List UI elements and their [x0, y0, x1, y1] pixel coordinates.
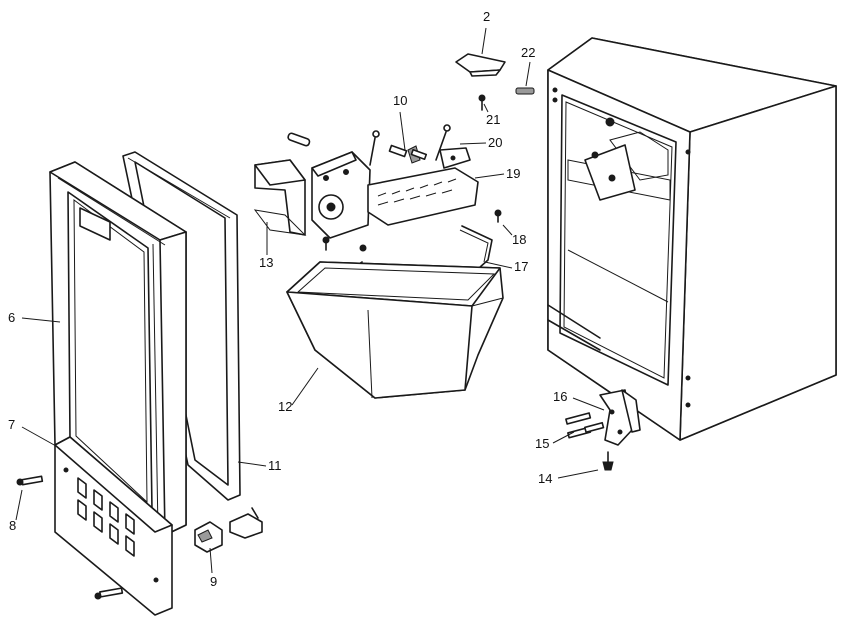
callout-20: 20 [488, 135, 503, 150]
grille-screws [16, 475, 124, 600]
callout-8: 8 [9, 518, 17, 533]
hinge-bracket [565, 389, 641, 471]
callout-6: 6 [8, 310, 16, 325]
callout-12: 12 [278, 399, 293, 414]
door [49, 161, 187, 536]
callout-9: 9 [210, 574, 218, 589]
callout-10: 10 [393, 93, 408, 108]
callout-22: 22 [521, 45, 536, 60]
toe-grille [54, 436, 173, 616]
callout-16: 16 [553, 389, 568, 404]
callout-13: 13 [259, 255, 274, 270]
callout-19: 19 [506, 166, 521, 181]
callout-7: 7 [8, 417, 16, 432]
wire-connector [194, 507, 263, 553]
ice-maker-assembly [287, 132, 479, 239]
callout-18: 18 [512, 232, 527, 247]
control-shroud [253, 159, 307, 236]
ice-bin [286, 261, 504, 399]
callout-21: 21 [486, 112, 501, 127]
callout-15: 15 [535, 436, 550, 451]
shelf-cover [455, 53, 535, 111]
callout-17: 17 [514, 259, 529, 274]
callout-11: 11 [268, 458, 282, 473]
cabinet [547, 37, 837, 441]
mounting-screws [322, 124, 502, 252]
callout-14: 14 [538, 471, 553, 486]
callout-2: 2 [483, 9, 491, 24]
leader-lines [15, 27, 605, 574]
